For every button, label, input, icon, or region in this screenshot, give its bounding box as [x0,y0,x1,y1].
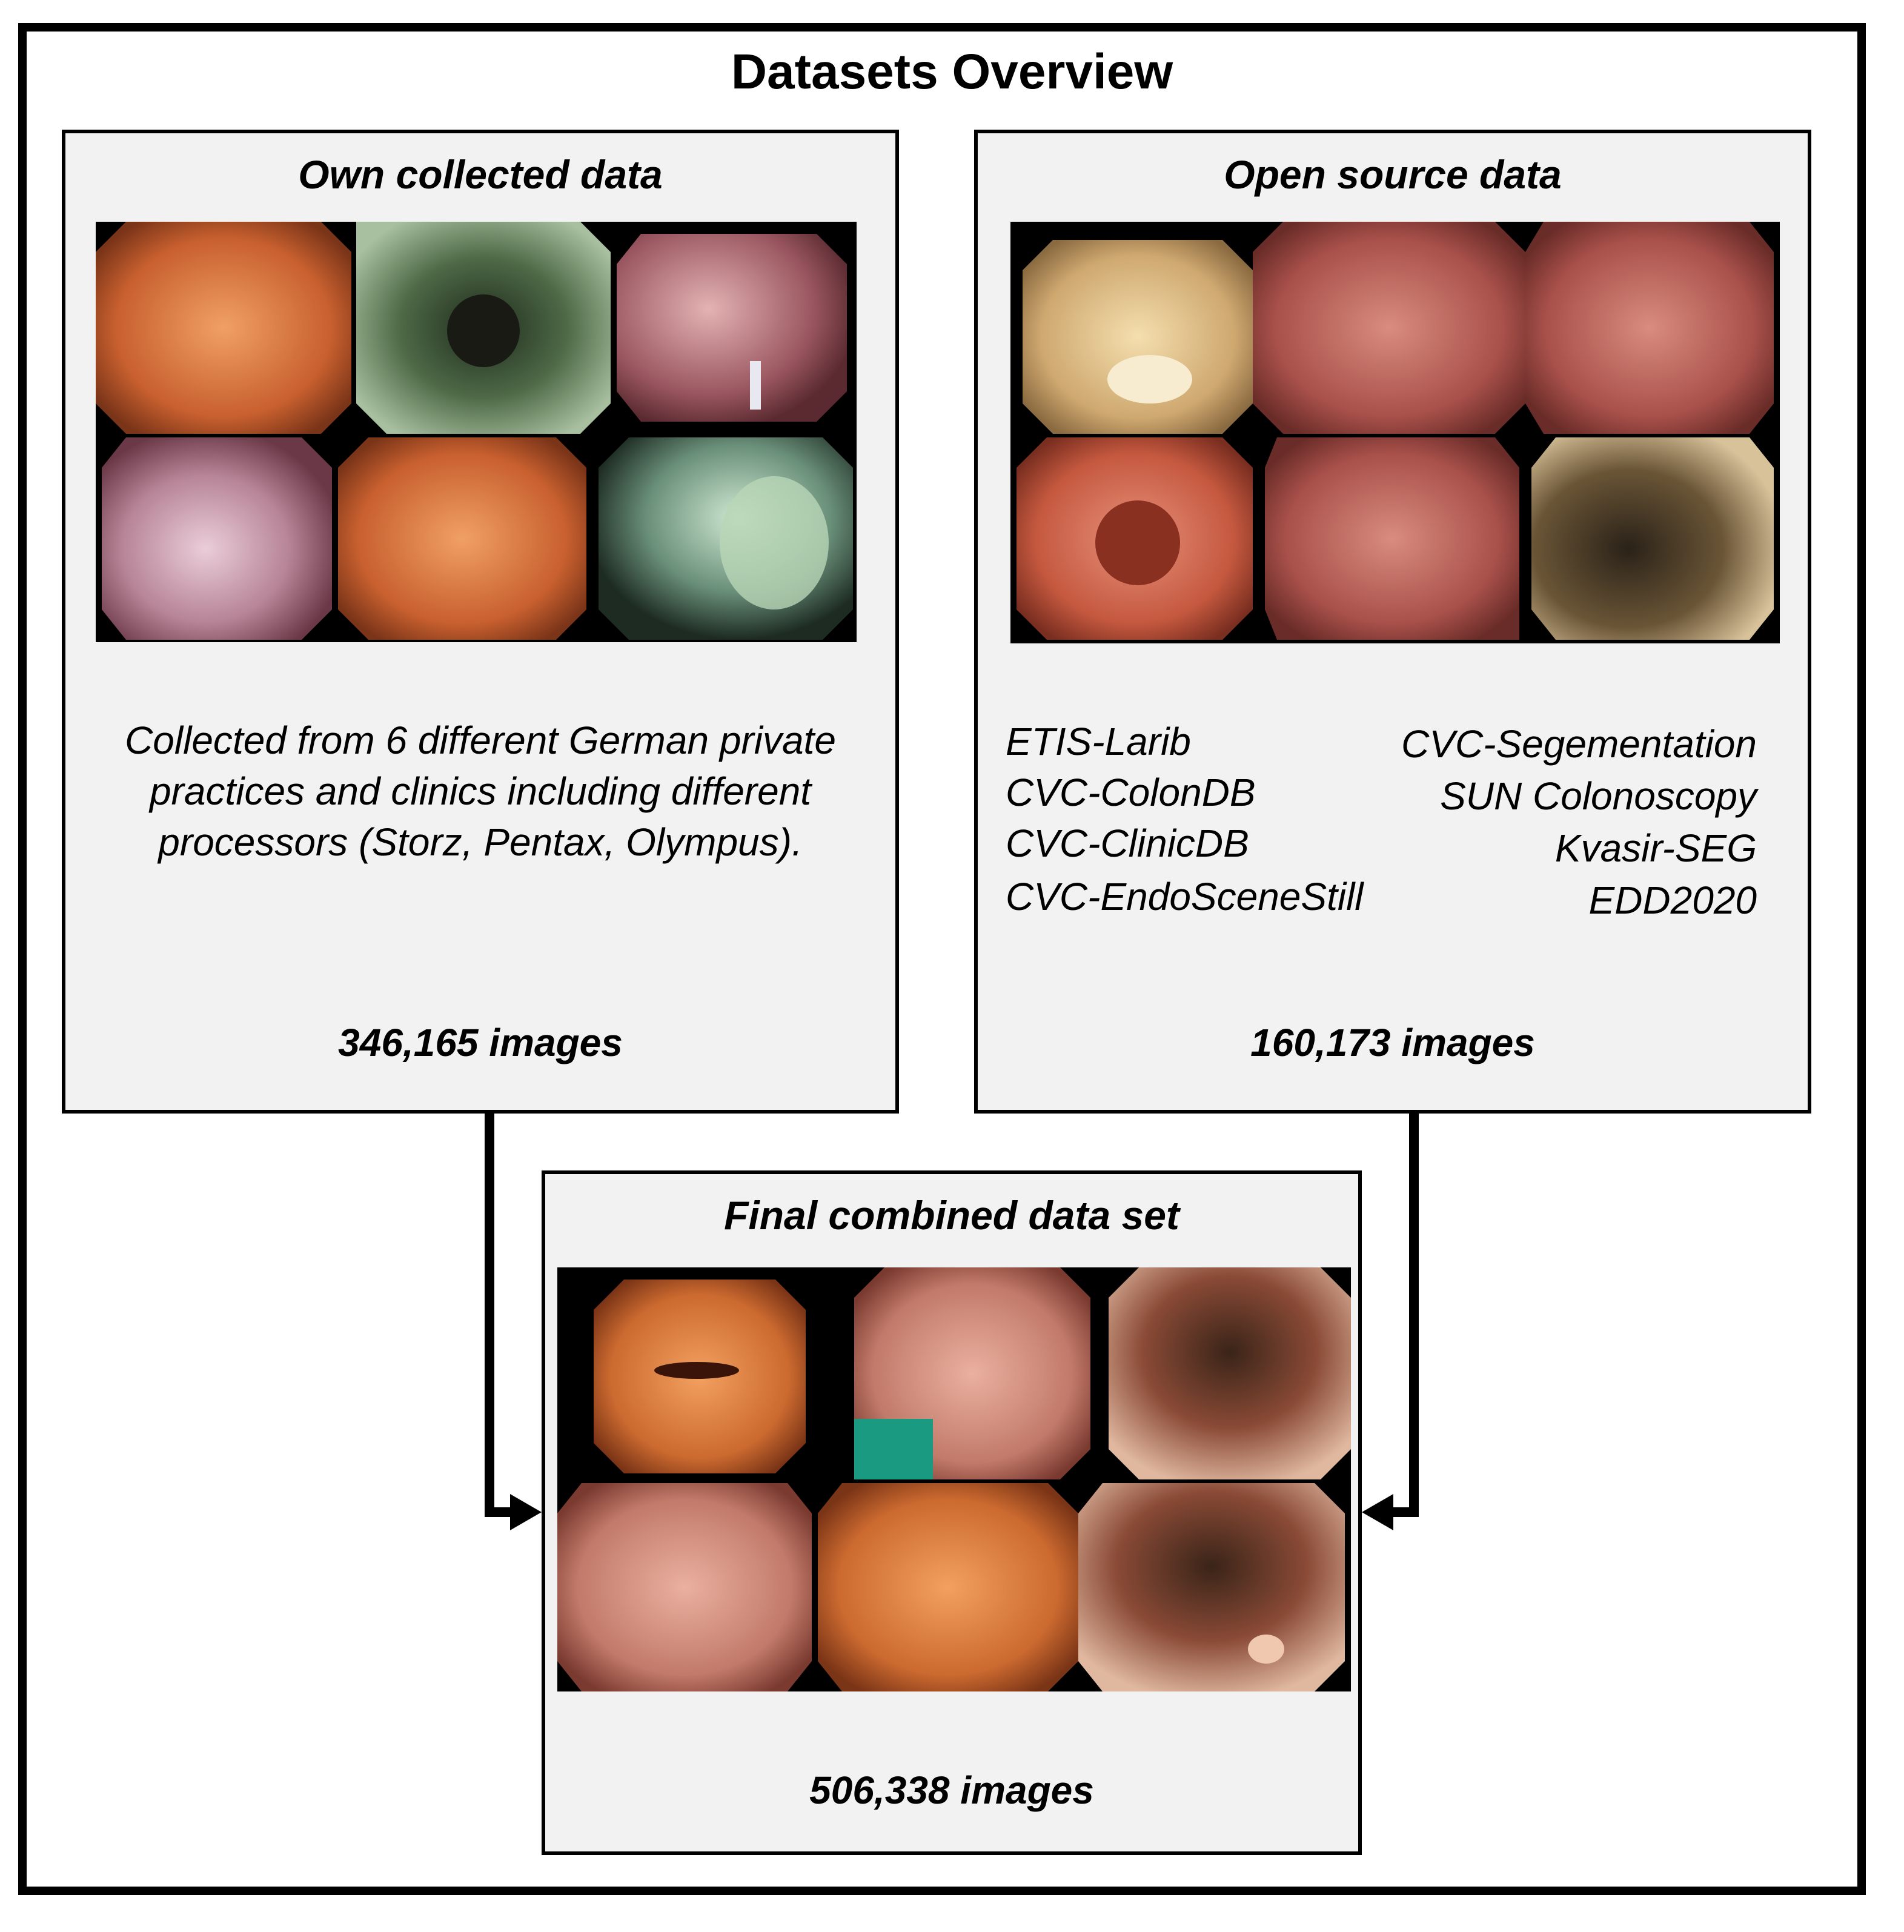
endoscopy-thumbnail-detail [1095,500,1180,585]
endoscopy-thumbnail-detail [447,294,520,367]
combined-data-count: 506,338 images [809,1768,1094,1812]
arrow-own-to-combined [485,1114,510,1517]
endoscopy-thumbnail-detail [1107,355,1192,403]
arrow-open-to-combined [1393,1114,1419,1517]
endoscopy-thumbnail-detail [654,1362,739,1379]
dataset-name: CVC-ClinicDB [1006,822,1249,865]
endoscopy-thumbnail-detail [750,361,761,410]
dataset-name: SUN Colonoscopy [1440,774,1757,818]
dataset-name: CVC-Segementation [1401,722,1757,766]
combined-data-box: Final combined data set 506,338 images [542,1170,1362,1855]
endoscopy-thumbnail-detail [854,1419,933,1479]
endoscopy-thumbnail [338,437,586,640]
own-data-heading: Own collected data [298,152,663,197]
own-data-count: 346,165 images [338,1021,623,1064]
page-title: Datasets Overview [731,44,1173,99]
endoscopy-thumbnail [1078,1483,1345,1691]
arrow-head-right [1362,1494,1393,1530]
open-data-image-grid [1010,222,1780,643]
dataset-name: CVC-EndoSceneStill [1006,875,1364,918]
own-data-description: Collected from 6 different German privat… [125,719,836,864]
endoscopy-thumbnail [1109,1267,1351,1479]
combined-data-heading: Final combined data set [724,1193,1179,1238]
arrow-head-left [510,1494,542,1530]
endoscopy-thumbnail [102,437,332,640]
endoscopy-thumbnail [1525,222,1774,434]
dataset-name: ETIS-Larib [1006,720,1191,763]
own-data-box: Own collected data Collected from 6 diff… [62,130,899,1114]
dataset-name: EDD2020 [1588,878,1757,922]
endoscopy-thumbnail-detail [720,476,829,609]
dataset-name: Kvasir-SEG [1554,826,1757,870]
open-data-count: 160,173 images [1250,1021,1535,1064]
endoscopy-thumbnail [557,1483,812,1691]
endoscopy-thumbnail-detail [1248,1635,1284,1664]
endoscopy-thumbnail [818,1483,1078,1691]
own-data-image-grid [96,222,857,642]
endoscopy-thumbnail [1531,437,1774,640]
dataset-name: CVC-ColonDB [1006,771,1256,814]
endoscopy-thumbnail [96,222,351,434]
endoscopy-thumbnail [1023,240,1253,434]
endoscopy-thumbnail [1253,222,1525,434]
outer-frame [18,23,1866,1895]
open-data-heading: Open source data [1224,152,1562,197]
endoscopy-thumbnail [617,234,847,422]
endoscopy-thumbnail [1265,437,1519,640]
open-data-box: Open source data ETIS-Larib CVC-ColonDB … [974,130,1811,1114]
combined-data-image-grid [557,1267,1351,1691]
